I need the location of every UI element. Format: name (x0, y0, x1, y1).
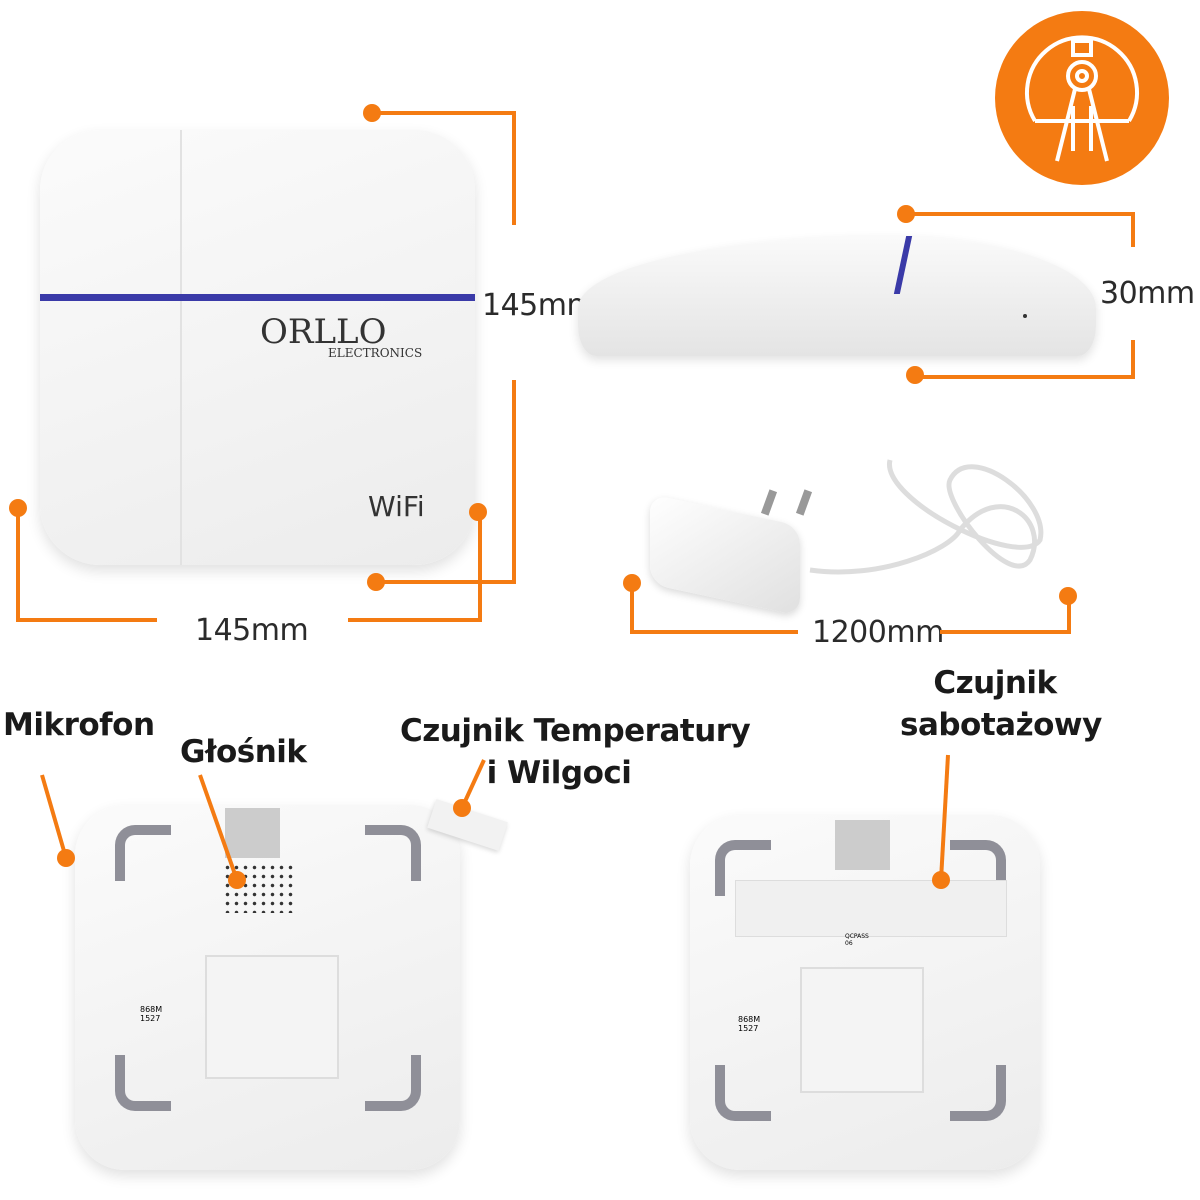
model-label: 868M 1527 (140, 1005, 163, 1023)
dim-marker (469, 503, 487, 521)
qc-label: QCPASS 06 (845, 933, 869, 947)
width-label: 145mm (195, 613, 309, 648)
height-label: 145mm (482, 288, 596, 323)
brand-logo: ORLLO ELECTRONICS (260, 312, 422, 360)
tamper-label-line1: Czujnik (933, 665, 1057, 701)
brand-name: ORLLO (260, 312, 387, 352)
hub-front-image: ORLLO ELECTRONICS WiFi (40, 130, 475, 565)
cable-length-label: 1200mm (812, 615, 944, 650)
brand-sub: ELECTRONICS (328, 346, 423, 360)
dim-marker (906, 366, 924, 384)
dim-marker (1059, 587, 1077, 605)
speaker-label: Głośnik (180, 734, 307, 770)
temp-humidity-sensor-label: Czujnik Temperatury i Wilgoci (400, 710, 751, 794)
temp-label-line2: i Wilgoci (486, 755, 632, 791)
tamper-sensor-label: Czujnik sabotażowy (900, 662, 1102, 746)
depth-label: 30mm (1100, 276, 1195, 311)
tamper-label-line2: sabotażowy (900, 707, 1102, 743)
hub-back-image-right: 868M 1527 QCPASS 06 (690, 815, 1040, 1170)
model-label: 868M 1527 (738, 1015, 761, 1033)
wifi-label: WiFi (368, 490, 425, 523)
led-strip (40, 294, 475, 301)
cable-coil (809, 459, 1044, 575)
microphone-label: Mikrofon (3, 707, 155, 743)
dim-marker (367, 573, 385, 591)
measurement-compass-icon (995, 11, 1169, 185)
temp-label-line1: Czujnik Temperatury (400, 713, 751, 749)
